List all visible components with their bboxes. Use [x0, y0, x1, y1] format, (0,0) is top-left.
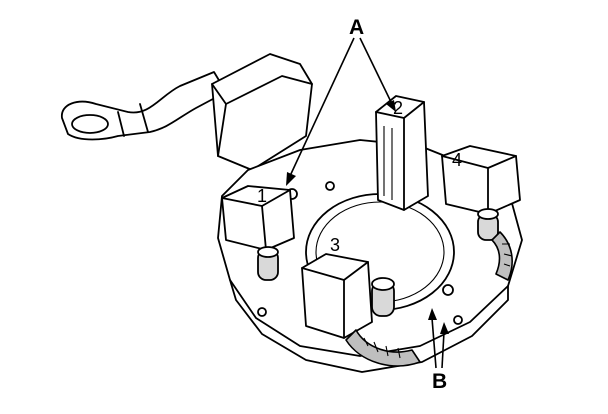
brush-holder-1 [221, 185, 295, 281]
callout-label-a: A [349, 16, 364, 39]
brush-number-4: 4 [452, 150, 462, 170]
callout-label-b: B [432, 370, 447, 393]
wire-lead [61, 71, 227, 141]
brush-holder-2 [375, 95, 429, 211]
brush-number-2: 2 [393, 98, 403, 118]
callout-b-pointers [428, 308, 449, 369]
brush-holder-4 [441, 145, 521, 241]
callout-a-pointers [286, 37, 396, 186]
brush-lead-right [491, 231, 513, 281]
brush-number-1: 1 [257, 186, 267, 206]
brush-number-3: 3 [330, 235, 340, 255]
grommet-block [211, 53, 313, 171]
brush-holder-3 [301, 253, 421, 367]
